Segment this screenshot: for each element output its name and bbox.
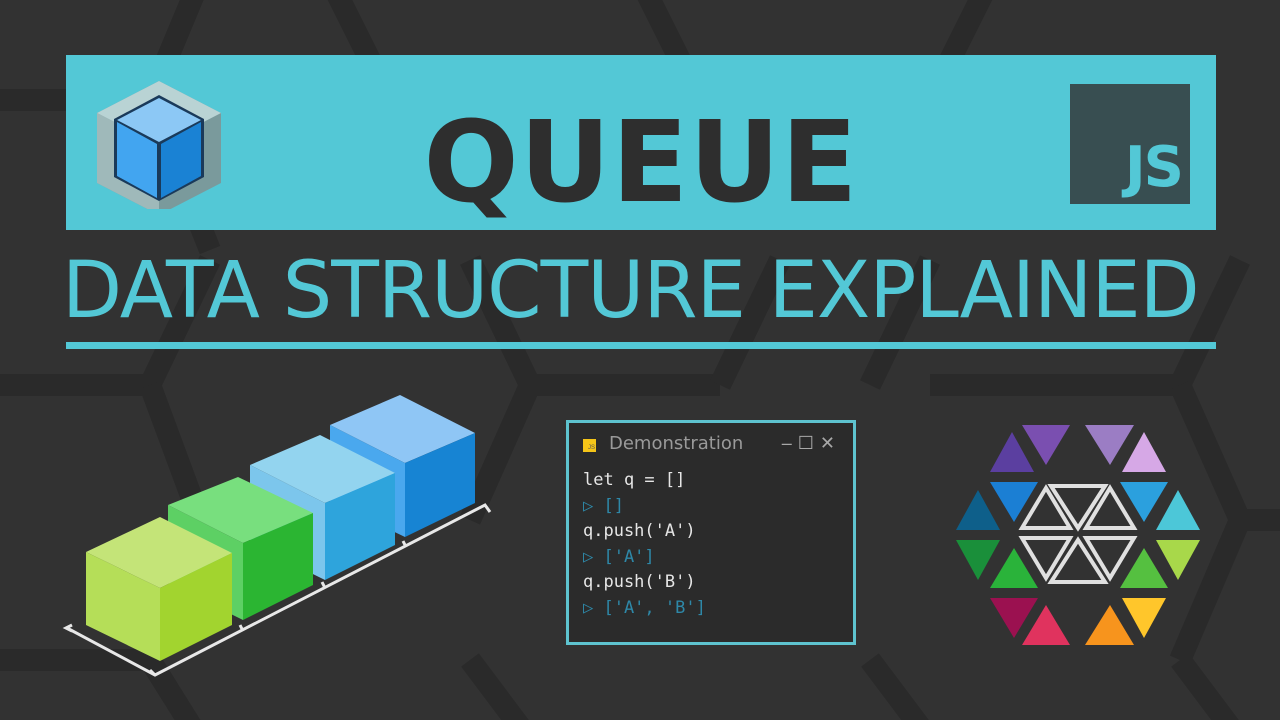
console-output: let q = [] ▷ [] q.push('A') ▷ ['A'] q.pu… bbox=[583, 468, 706, 621]
blue-cube-icon bbox=[97, 81, 221, 209]
close-button[interactable]: ✕ bbox=[819, 433, 841, 453]
maximize-button[interactable]: ☐ bbox=[797, 433, 820, 453]
js-logo-label: JS bbox=[1124, 135, 1184, 200]
queue-cubes-illustration bbox=[62, 395, 492, 677]
console-titlebar: JS Demonstration –☐✕ bbox=[581, 433, 841, 457]
js-file-icon: JS bbox=[583, 439, 596, 452]
window-controls: –☐✕ bbox=[782, 433, 841, 454]
subtitle: DATA STRUCTURE EXPLAINED bbox=[62, 246, 1200, 336]
console-input-line: let q = [] bbox=[583, 470, 686, 490]
subtitle-underline-divider bbox=[66, 342, 1216, 349]
console-output-line: ▷ ['A', 'B'] bbox=[583, 597, 706, 618]
minimize-button[interactable]: – bbox=[781, 433, 798, 453]
js-logo: JS bbox=[1070, 84, 1190, 204]
console-input-line: q.push('A') bbox=[583, 521, 696, 541]
console-input-line: q.push('B') bbox=[583, 572, 696, 592]
console-output-line: ▷ ['A'] bbox=[583, 546, 655, 567]
page-title: QUEUE bbox=[423, 98, 859, 228]
cube-1 bbox=[86, 517, 232, 661]
title-banner: QUEUE JS bbox=[66, 55, 1216, 230]
console-window: JS Demonstration –☐✕ let q = [] ▷ [] q.p… bbox=[566, 420, 856, 645]
console-title: Demonstration bbox=[609, 433, 744, 454]
triangle-hexagon-logo-icon bbox=[956, 425, 1200, 645]
console-output-line: ▷ [] bbox=[583, 495, 624, 516]
